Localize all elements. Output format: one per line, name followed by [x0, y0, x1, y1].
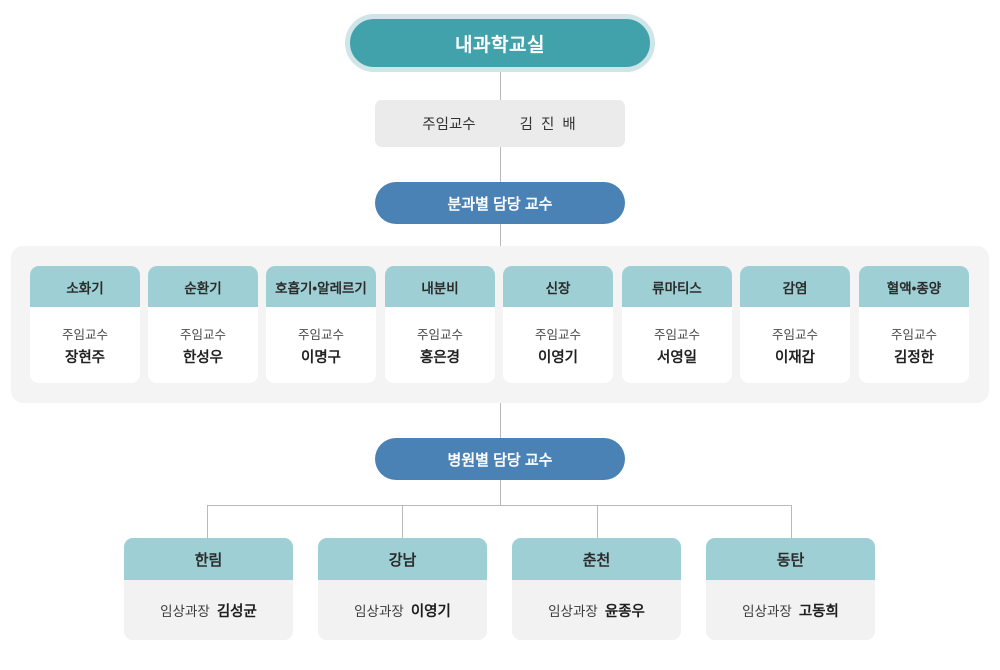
hospital-card-header: 한림: [124, 538, 293, 580]
division-card-professor: 서영일: [656, 349, 698, 366]
section-pill-hospital: 병원별 담당 교수: [375, 438, 625, 480]
division-card-name: 순환기: [184, 280, 222, 296]
hospital-card-body: 임상과장 이영기: [318, 580, 487, 640]
division-card-header: 소화기: [30, 266, 140, 307]
hospital-card-role: 임상과장: [548, 604, 598, 619]
division-card[interactable]: 혈액•종양 주임교수 김정한: [859, 266, 969, 383]
division-card-name: 혈액•종양: [886, 280, 942, 296]
hospital-card-role: 임상과장: [160, 604, 210, 619]
hospital-card-role: 임상과장: [354, 604, 404, 619]
hospital-card[interactable]: 강남 임상과장 이영기: [318, 538, 487, 640]
division-card-body: 주임교수 이영기: [503, 307, 613, 383]
section-pill-hospital-label: 병원별 담당 교수: [447, 451, 553, 469]
hospital-card[interactable]: 한림 임상과장 김성균: [124, 538, 293, 640]
connector-title-to-head: [500, 72, 501, 101]
hospital-card[interactable]: 동탄 임상과장 고동희: [706, 538, 875, 640]
head-professor-name: 김 진 배: [519, 117, 578, 133]
section-pill-division-label: 분과별 담당 교수: [447, 195, 553, 213]
division-card-name: 내분비: [421, 280, 459, 296]
division-card-header: 순환기: [148, 266, 258, 307]
department-title-text: 내과학교실: [455, 34, 545, 56]
division-card-body: 주임교수 이명구: [266, 307, 376, 383]
division-card-body: 주임교수 홍은경: [385, 307, 495, 383]
connector-hospital-pill-drop: [500, 480, 501, 505]
division-card-body: 주임교수 서영일: [622, 307, 732, 383]
hospital-card-body: 임상과장 김성균: [124, 580, 293, 640]
division-card-header: 감염: [740, 266, 850, 307]
division-card-role: 주임교수: [179, 327, 226, 342]
division-card-professor: 이영기: [537, 349, 579, 366]
head-professor-role: 주임교수: [422, 117, 476, 133]
hospital-card-name: 춘천: [582, 551, 611, 569]
connector-hospital-bus: [207, 505, 792, 506]
division-card-body: 주임교수 장현주: [30, 307, 140, 383]
hospital-card-header: 동탄: [706, 538, 875, 580]
hospital-card-professor: 윤종우: [604, 603, 645, 620]
division-card-role: 주임교수: [61, 327, 108, 342]
connector-head-to-division-pill: [500, 147, 501, 183]
division-card-role: 주임교수: [534, 327, 581, 342]
division-card-professor: 장현주: [64, 349, 106, 366]
division-card-professor: 김정한: [893, 349, 935, 366]
hospital-card-header: 춘천: [512, 538, 681, 580]
division-card-professor: 홍은경: [419, 349, 461, 366]
division-card-role: 주임교수: [771, 327, 818, 342]
division-card-header: 신장: [503, 266, 613, 307]
head-professor-bar: 주임교수 김 진 배: [375, 100, 625, 147]
division-card-body: 주임교수 김정한: [859, 307, 969, 383]
division-card-name: 감염: [782, 280, 808, 296]
division-card-header: 혈액•종양: [859, 266, 969, 307]
connector-hospital-drop-4: [791, 505, 792, 538]
hospital-card-body: 임상과장 고동희: [706, 580, 875, 640]
division-card-professor: 이재갑: [774, 349, 816, 366]
division-card[interactable]: 감염 주임교수 이재갑: [740, 266, 850, 383]
hospital-card-name: 동탄: [776, 551, 805, 569]
division-card[interactable]: 소화기 주임교수 장현주: [30, 266, 140, 383]
division-card[interactable]: 순환기 주임교수 한성우: [148, 266, 258, 383]
division-card-role: 주임교수: [890, 327, 937, 342]
division-card-role: 주임교수: [416, 327, 463, 342]
division-card-header: 류마티스: [622, 266, 732, 307]
division-card[interactable]: 호흡기•알레르기 주임교수 이명구: [266, 266, 376, 383]
division-card-name: 호흡기•알레르기: [275, 280, 367, 296]
division-card-header: 내분비: [385, 266, 495, 307]
division-card-name: 소화기: [66, 280, 104, 296]
connector-hospital-drop-2: [402, 505, 403, 538]
connector-hospital-drop-3: [597, 505, 598, 538]
division-card-body: 주임교수 이재갑: [740, 307, 850, 383]
hospital-card[interactable]: 춘천 임상과장 윤종우: [512, 538, 681, 640]
connector-hospital-drop-1: [207, 505, 208, 538]
hospital-card-professor: 김성균: [216, 603, 257, 620]
division-card-professor: 한성우: [182, 349, 224, 366]
division-card[interactable]: 류마티스 주임교수 서영일: [622, 266, 732, 383]
department-title-pill: 내과학교실: [345, 14, 655, 72]
hospital-card-body: 임상과장 윤종우: [512, 580, 681, 640]
division-card-body: 주임교수 한성우: [148, 307, 258, 383]
division-card-name: 신장: [545, 280, 571, 296]
division-card-header: 호흡기•알레르기: [266, 266, 376, 307]
division-card-professor: 이명구: [300, 349, 342, 366]
division-card[interactable]: 신장 주임교수 이영기: [503, 266, 613, 383]
division-card-role: 주임교수: [653, 327, 700, 342]
hospital-card-professor: 이영기: [410, 603, 451, 620]
hospital-card-role: 임상과장: [742, 604, 792, 619]
hospital-card-name: 강남: [388, 551, 417, 569]
hospital-card-name: 한림: [194, 551, 223, 569]
hospital-card-professor: 고동희: [798, 603, 839, 620]
section-pill-division: 분과별 담당 교수: [375, 182, 625, 224]
hospital-card-header: 강남: [318, 538, 487, 580]
division-card[interactable]: 내분비 주임교수 홍은경: [385, 266, 495, 383]
division-card-role: 주임교수: [297, 327, 344, 342]
division-card-name: 류마티스: [652, 280, 702, 296]
